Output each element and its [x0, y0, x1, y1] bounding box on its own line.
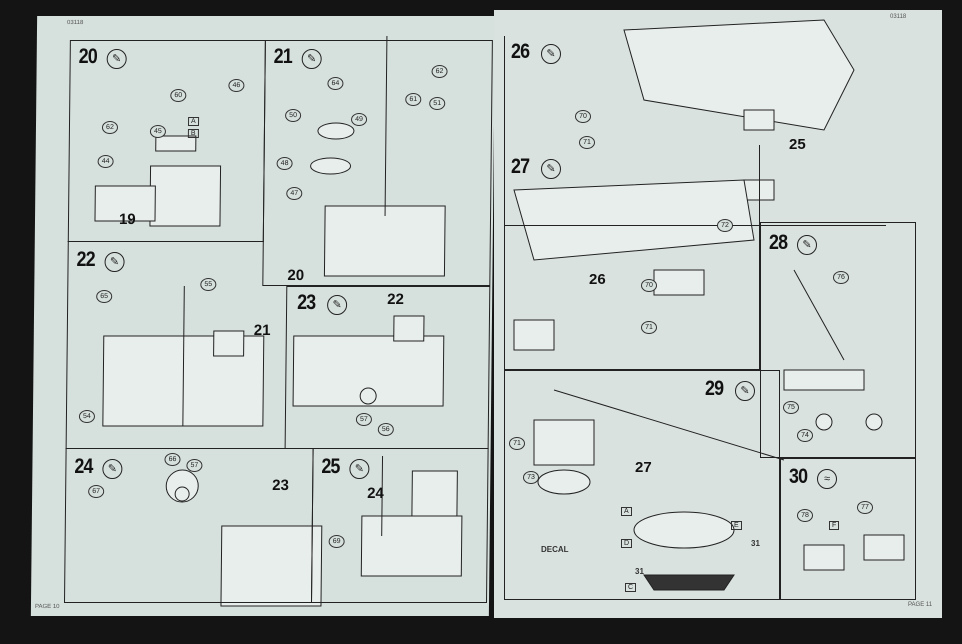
paint-code: E — [731, 521, 742, 530]
step-28-panel: 28 ✎ 76 75 74 — [760, 222, 916, 458]
decal-number: 31 — [751, 539, 760, 548]
decal-water-icon: ≈ — [817, 469, 837, 489]
step-number: 29 — [705, 377, 724, 400]
step-number: 26 — [511, 40, 530, 63]
part-callout: 66 — [164, 453, 181, 466]
part-callout: 47 — [286, 187, 303, 200]
step-29-panel: 29 ✎ 27 71 73 DECAL 31 31 A D E C — [504, 370, 780, 600]
part-callout: 49 — [350, 113, 368, 126]
assembly-drawings — [94, 36, 463, 607]
part-callout: 46 — [228, 79, 245, 92]
part-callout: 61 — [405, 93, 422, 106]
part-callout: 45 — [149, 125, 167, 138]
step-number: 22 — [76, 248, 95, 271]
part-callout: 57 — [186, 459, 203, 472]
step-number: 28 — [769, 231, 788, 254]
step-22-panel: 22 ✎ 65 55 54 21 — [65, 241, 271, 449]
glue-icon: ✎ — [541, 44, 561, 64]
paint-code: A — [621, 507, 632, 516]
part-callout: 70 — [575, 110, 591, 123]
glue-icon: ✎ — [541, 159, 561, 179]
glue-icon: ✎ — [301, 49, 322, 69]
assembly-ref: 24 — [367, 485, 384, 502]
part-callout: 71 — [641, 321, 657, 334]
glue-icon: ✎ — [102, 459, 123, 479]
paint-code: B — [187, 129, 199, 138]
part-callout: 78 — [797, 509, 813, 522]
paint-code: A — [187, 117, 199, 126]
step-27-panel: 27 ✎ 72 70 71 26 — [504, 145, 760, 370]
glue-icon: ✎ — [327, 295, 348, 315]
part-callout: 65 — [96, 290, 113, 303]
glue-icon: ✎ — [797, 235, 817, 255]
instruction-page-left: 03118 PAGE 10 20 ✎ 46 60 45 62 44 19 A B… — [30, 16, 496, 616]
step-number: 30 — [789, 465, 808, 488]
part-callout: 64 — [327, 77, 344, 90]
step-20-panel: 20 ✎ 46 60 45 62 44 19 A B — [67, 40, 266, 242]
part-callout: 76 — [833, 271, 849, 284]
step-26-panel: 26 ✎ 70 71 25 — [504, 36, 886, 226]
part-callout: 72 — [717, 219, 733, 232]
part-callout: 71 — [579, 136, 595, 149]
step-number: 21 — [273, 45, 292, 68]
part-callout: 62 — [101, 121, 119, 134]
part-callout: 70 — [641, 279, 657, 292]
part-callout: 77 — [857, 501, 873, 514]
step-30-panel: 30 ≈ 78 77 F — [780, 458, 916, 600]
assembly-ref: 20 — [287, 267, 305, 284]
part-callout: 44 — [97, 155, 114, 168]
assembly-ref: 22 — [387, 291, 404, 308]
part-callout: 51 — [429, 97, 446, 110]
assembly-ref: 19 — [118, 211, 136, 228]
part-callout: 55 — [200, 278, 217, 291]
step-number: 20 — [78, 45, 97, 68]
assembly-drawings — [513, 19, 905, 591]
part-callout: 69 — [328, 535, 345, 548]
part-callout: 54 — [78, 410, 96, 423]
step-25-panel: 25 ✎ 24 69 — [310, 448, 489, 603]
part-callout: 50 — [285, 109, 302, 122]
glue-icon: ✎ — [735, 381, 755, 401]
paint-code: F — [829, 521, 840, 530]
part-callout: 56 — [377, 423, 394, 436]
assembly-ref: 25 — [789, 136, 806, 153]
assembly-ref: 23 — [272, 477, 290, 494]
glue-icon: ✎ — [349, 459, 370, 479]
step-23-panel: 23 ✎ 22 57 56 — [284, 286, 491, 449]
step-number: 25 — [321, 455, 340, 478]
paint-code: D — [621, 539, 633, 548]
step-24-panel: 24 ✎ 66 57 67 23 — [63, 448, 314, 603]
step-number: 23 — [297, 291, 316, 314]
assembly-ref: 21 — [253, 322, 271, 339]
step-number: 27 — [511, 155, 530, 178]
part-callout: 67 — [88, 485, 105, 498]
part-callout: 57 — [355, 413, 372, 426]
part-callout: 71 — [509, 437, 525, 450]
decal-label: DECAL — [541, 545, 569, 554]
glue-icon: ✎ — [106, 49, 127, 69]
assembly-ref: 26 — [589, 271, 606, 288]
glue-icon: ✎ — [104, 252, 125, 272]
step-number: 24 — [74, 455, 93, 478]
part-callout: 48 — [276, 157, 293, 170]
part-callout: 74 — [797, 429, 813, 442]
decal-number: 31 — [635, 567, 644, 576]
instruction-page-right: 03118 PAGE 11 26 ✎ 70 71 25 27 ✎ 72 70 7… — [494, 10, 942, 618]
part-callout: 60 — [170, 89, 187, 102]
part-callout: 73 — [523, 471, 539, 484]
paint-code: C — [625, 583, 637, 592]
part-callout: 62 — [431, 65, 448, 78]
part-callout: 75 — [783, 401, 799, 414]
page-footer: PAGE 11 — [908, 602, 933, 608]
step-21-panel: 21 ✎ 64 62 61 51 50 49 48 47 20 — [262, 40, 493, 286]
assembly-ref: 27 — [635, 459, 652, 476]
page-header: 03118 — [890, 14, 907, 20]
